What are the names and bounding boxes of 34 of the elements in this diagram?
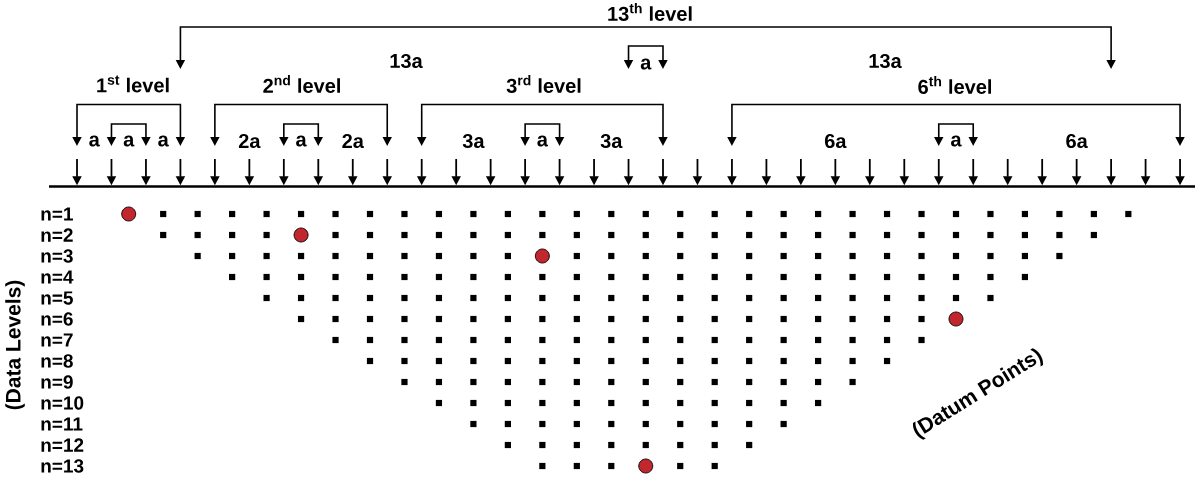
spacing-label: 2a <box>342 133 364 149</box>
level-label: 6$^{th}$ level <box>918 76 991 94</box>
level-label: 1$^{st}$ level <box>97 75 169 93</box>
spacing-label: 13a <box>390 53 423 69</box>
row-label: n=3 <box>41 249 73 263</box>
spacing-label: 6a <box>824 133 847 149</box>
row-label: n=8 <box>41 354 73 368</box>
row-label: n=2 <box>41 228 73 242</box>
row-label: n=6 <box>41 312 73 326</box>
level-label: 13$^{th}$ level <box>608 3 692 21</box>
spacing-label: 3a <box>462 133 485 149</box>
spacing-label: a <box>89 135 100 147</box>
spacing-label: a <box>158 135 169 147</box>
spacing-label: a <box>123 135 135 147</box>
level-label: 2$^{nd}$ level <box>263 75 340 93</box>
row-label: n=1 <box>41 207 73 221</box>
row-label: n=12 <box>41 438 84 452</box>
row-label: n=10 <box>41 396 84 410</box>
spacing-label: a <box>951 135 962 147</box>
spacing-label: a <box>537 135 549 147</box>
row-label: n=13 <box>41 459 84 473</box>
row-label: n=5 <box>41 291 73 305</box>
spacing-label: a <box>640 58 652 70</box>
spacing-label: 13a <box>869 53 902 69</box>
spacing-label: 3a <box>600 133 623 149</box>
spacing-label: 6a <box>1066 133 1088 149</box>
level-label: 3$^{rd}$ level <box>506 75 581 93</box>
row-label: n=7 <box>41 333 73 347</box>
row-label: n=9 <box>41 375 73 389</box>
spacing-label: 2a <box>238 133 261 149</box>
axis-title: (Data Levels) <box>5 280 25 410</box>
spacing-label: a <box>296 135 307 147</box>
row-label: n=11 <box>41 417 83 431</box>
row-label: n=4 <box>41 270 74 284</box>
